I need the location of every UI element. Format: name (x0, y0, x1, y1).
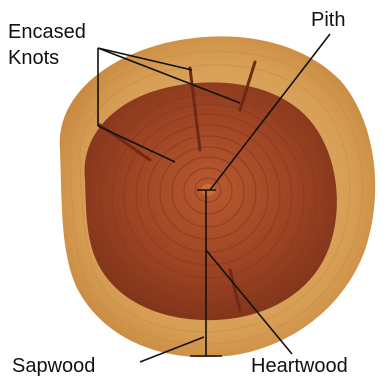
encased-knots-label-line2: Knots (8, 48, 59, 68)
pith-label: Pith (311, 10, 345, 30)
encased-knots-label-line1: Encased (8, 22, 86, 42)
heartwood-label: Heartwood (251, 356, 348, 376)
sapwood-label: Sapwood (12, 356, 95, 376)
